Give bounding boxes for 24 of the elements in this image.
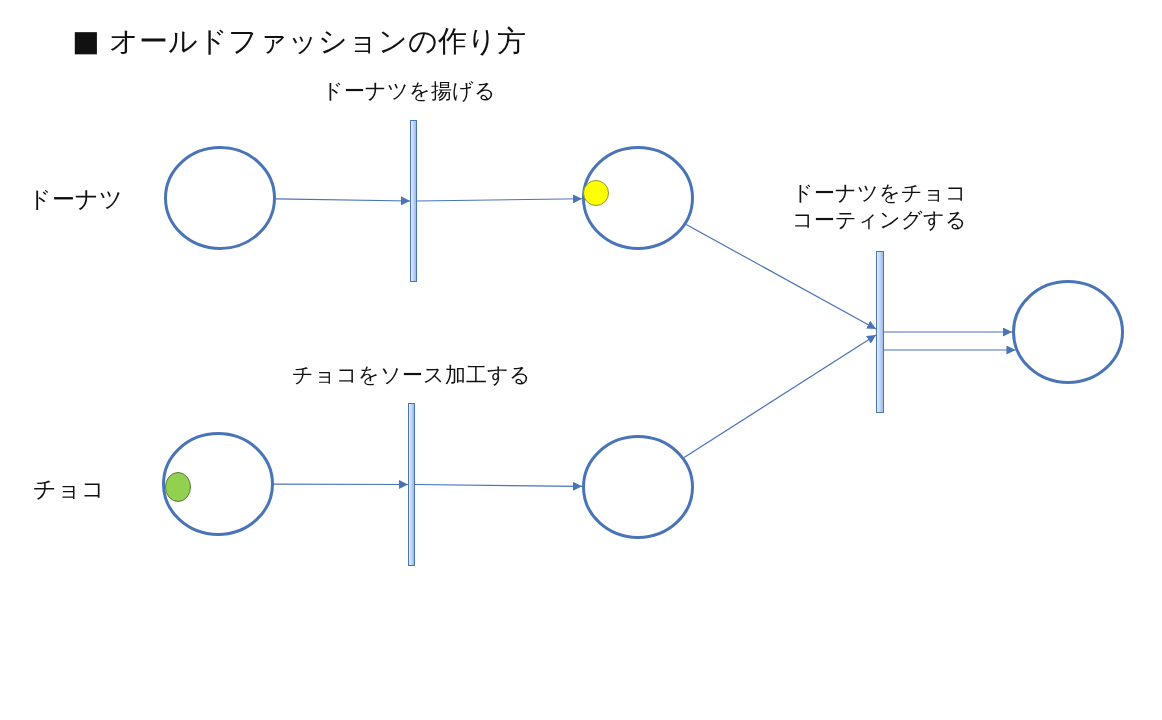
place-circle bbox=[1012, 280, 1124, 384]
transition-label: ドーナツをチョココーティングする bbox=[792, 180, 968, 235]
place-circle bbox=[162, 432, 274, 536]
arrow bbox=[416, 194, 583, 204]
transition-bar bbox=[410, 120, 417, 282]
arrow bbox=[685, 223, 877, 330]
transition-label: ドーナツを揚げる bbox=[322, 78, 496, 105]
arrow bbox=[683, 334, 877, 459]
arrow bbox=[414, 481, 583, 491]
transition-label: チョコをソース加工する bbox=[292, 362, 531, 389]
transition-bar bbox=[408, 403, 415, 566]
transition-bar bbox=[876, 251, 884, 413]
token-dot bbox=[583, 180, 609, 206]
place-label: チョコ bbox=[33, 475, 105, 504]
place-circle bbox=[582, 435, 694, 539]
title: ■ オールドファッションの作り方 bbox=[72, 23, 526, 60]
arrow bbox=[883, 345, 1017, 355]
place-circle bbox=[164, 146, 276, 250]
place-label: ドーナツ bbox=[28, 185, 123, 214]
arrow bbox=[273, 480, 409, 489]
arrow bbox=[275, 196, 411, 206]
token-dot bbox=[165, 472, 191, 502]
place-circle bbox=[582, 146, 694, 250]
arrow bbox=[883, 327, 1013, 337]
